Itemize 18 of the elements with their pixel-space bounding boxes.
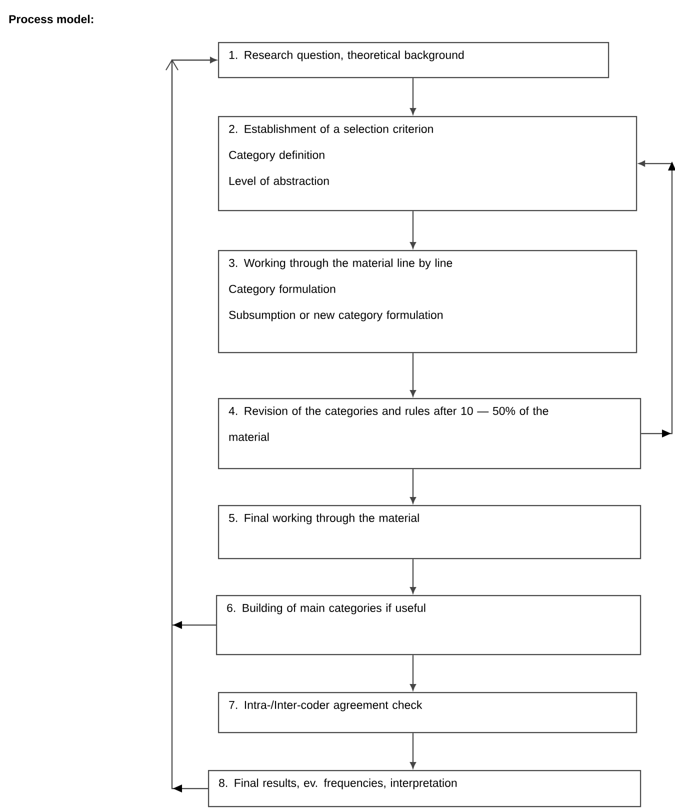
arrow: [410, 353, 416, 397]
process-box: 5. Final working through the material: [218, 505, 642, 560]
arrow: [410, 655, 416, 691]
arrow: [410, 559, 416, 594]
title: Process model:: [9, 14, 94, 24]
process-box: 3. Working through the material line by line Category formulation Subsumption or new category formulation: [218, 250, 638, 354]
arrow: [166, 57, 217, 793]
process-box: 4. Revision of the categories and rules after 10 — 50% of the material: [218, 398, 642, 470]
arrow: [638, 160, 675, 438]
arrow: [410, 78, 416, 115]
process-box: 2. Establishment of a selection criterion Category definition Level of abstraction: [218, 116, 638, 212]
process-box: 1. Research question, theoretical background: [218, 42, 610, 78]
process-box: 8. Final results, ev. frequencies, interpretation: [208, 770, 642, 808]
arrow: [410, 733, 416, 769]
arrow: [410, 469, 416, 504]
process-box: 7. Intra-/Inter-coder agreement check: [218, 692, 638, 734]
arrow: [410, 211, 416, 249]
process-box: 6. Building of main categories if useful: [216, 595, 642, 656]
